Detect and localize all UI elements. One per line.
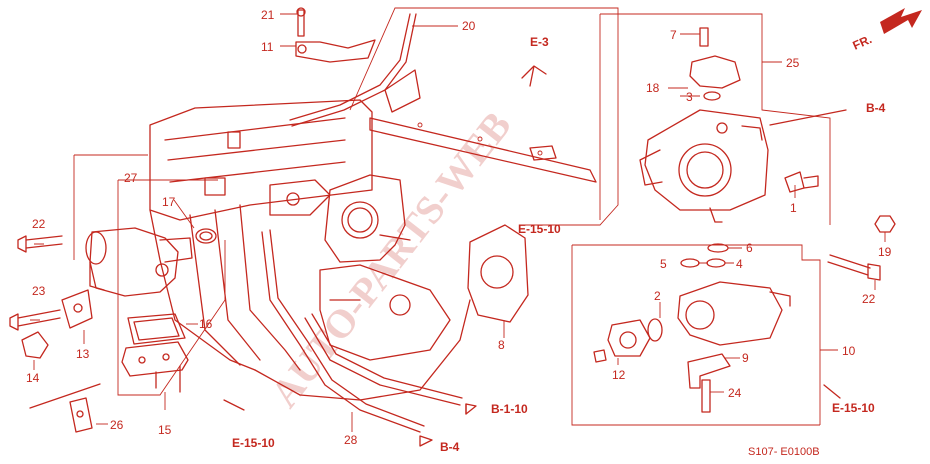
clip-14	[21, 331, 49, 359]
callout-20: 20	[462, 19, 476, 33]
front-direction-arrow: FR.	[851, 8, 922, 53]
callout-17: 17	[162, 195, 176, 209]
callout-7: 7	[670, 28, 677, 42]
nut-19	[874, 215, 896, 233]
ref-e-15-10-center: E-15-10	[518, 222, 561, 236]
callout-27: 27	[124, 171, 138, 185]
bolt-24	[701, 379, 711, 413]
callout-18: 18	[646, 81, 660, 95]
ref-b-4-lower: B-4	[440, 440, 460, 454]
bracket-9	[687, 353, 731, 389]
gasket-16	[127, 313, 186, 345]
callout-5: 5	[660, 257, 667, 271]
ref-arrows	[223, 65, 847, 447]
throttle-body-frame	[571, 13, 831, 426]
ref-b-1-10: B-1-10	[491, 402, 528, 416]
callout-1: 1	[790, 201, 797, 215]
screw-1	[784, 171, 819, 193]
sensor-18	[689, 27, 741, 101]
ref-e-15-10-left: E-15-10	[232, 436, 275, 450]
callout-6: 6	[746, 241, 753, 255]
callout-19: 19	[878, 245, 892, 259]
screw-12	[593, 349, 607, 363]
callout-10: 10	[842, 344, 856, 358]
callout-numbers: 21 20 11 7 25 18 3 1 27 17 22 23 16 13 1…	[26, 8, 892, 447]
callout-9: 9	[742, 351, 749, 365]
intake-manifold	[149, 99, 471, 401]
idle-air-valve-27	[85, 227, 193, 297]
gasket-8	[467, 224, 529, 323]
callout-24: 24	[728, 386, 742, 400]
callout-13: 13	[76, 347, 90, 361]
plate-15	[121, 341, 189, 393]
ref-e-3: E-3	[530, 35, 549, 49]
fuel-rail	[369, 69, 597, 183]
fuel-rail-frame	[349, 7, 619, 226]
callout-21: 21	[261, 8, 275, 22]
sensor-13	[61, 289, 93, 329]
watermark: AUTO-PARTS-WEB	[262, 103, 520, 416]
callout-23: 23	[32, 284, 46, 298]
callout-3: 3	[686, 90, 693, 104]
throttle-body-lower	[607, 281, 791, 357]
callout-26: 26	[110, 418, 124, 432]
throttle-body-upper	[639, 109, 769, 223]
bolt-22-right	[827, 254, 881, 281]
hose-28	[261, 229, 463, 433]
part-26	[29, 383, 101, 433]
callout-15: 15	[158, 423, 172, 437]
callout-22-right: 22	[862, 292, 876, 306]
callout-25: 25	[786, 56, 800, 70]
callout-8: 8	[498, 338, 505, 352]
callout-12: 12	[612, 368, 626, 382]
callout-11: 11	[261, 40, 274, 54]
callout-28: 28	[344, 433, 358, 447]
bolt-23	[9, 309, 61, 331]
callout-2: 2	[654, 289, 661, 303]
ref-e-15-10-right: E-15-10	[832, 401, 875, 415]
leader-lines	[30, 13, 886, 432]
reference-labels: E-3 B-4 E-15-10 B-1-10 E-15-10 B-4 E-15-…	[232, 35, 886, 454]
o-rings-4-5-6	[680, 243, 729, 268]
callout-16: 16	[199, 317, 213, 331]
bracket-11	[295, 7, 376, 63]
front-direction-label: FR.	[851, 32, 874, 53]
callout-14: 14	[26, 371, 40, 385]
ref-b-4-upper: B-4	[866, 101, 886, 115]
idle-valve-group-frame	[73, 154, 226, 396]
bolt-22-left	[17, 235, 63, 253]
drawing-code: S107- E0100B	[748, 446, 820, 458]
callout-22-left: 22	[32, 217, 46, 231]
o-ring-17	[195, 228, 217, 244]
callout-4: 4	[736, 257, 743, 271]
